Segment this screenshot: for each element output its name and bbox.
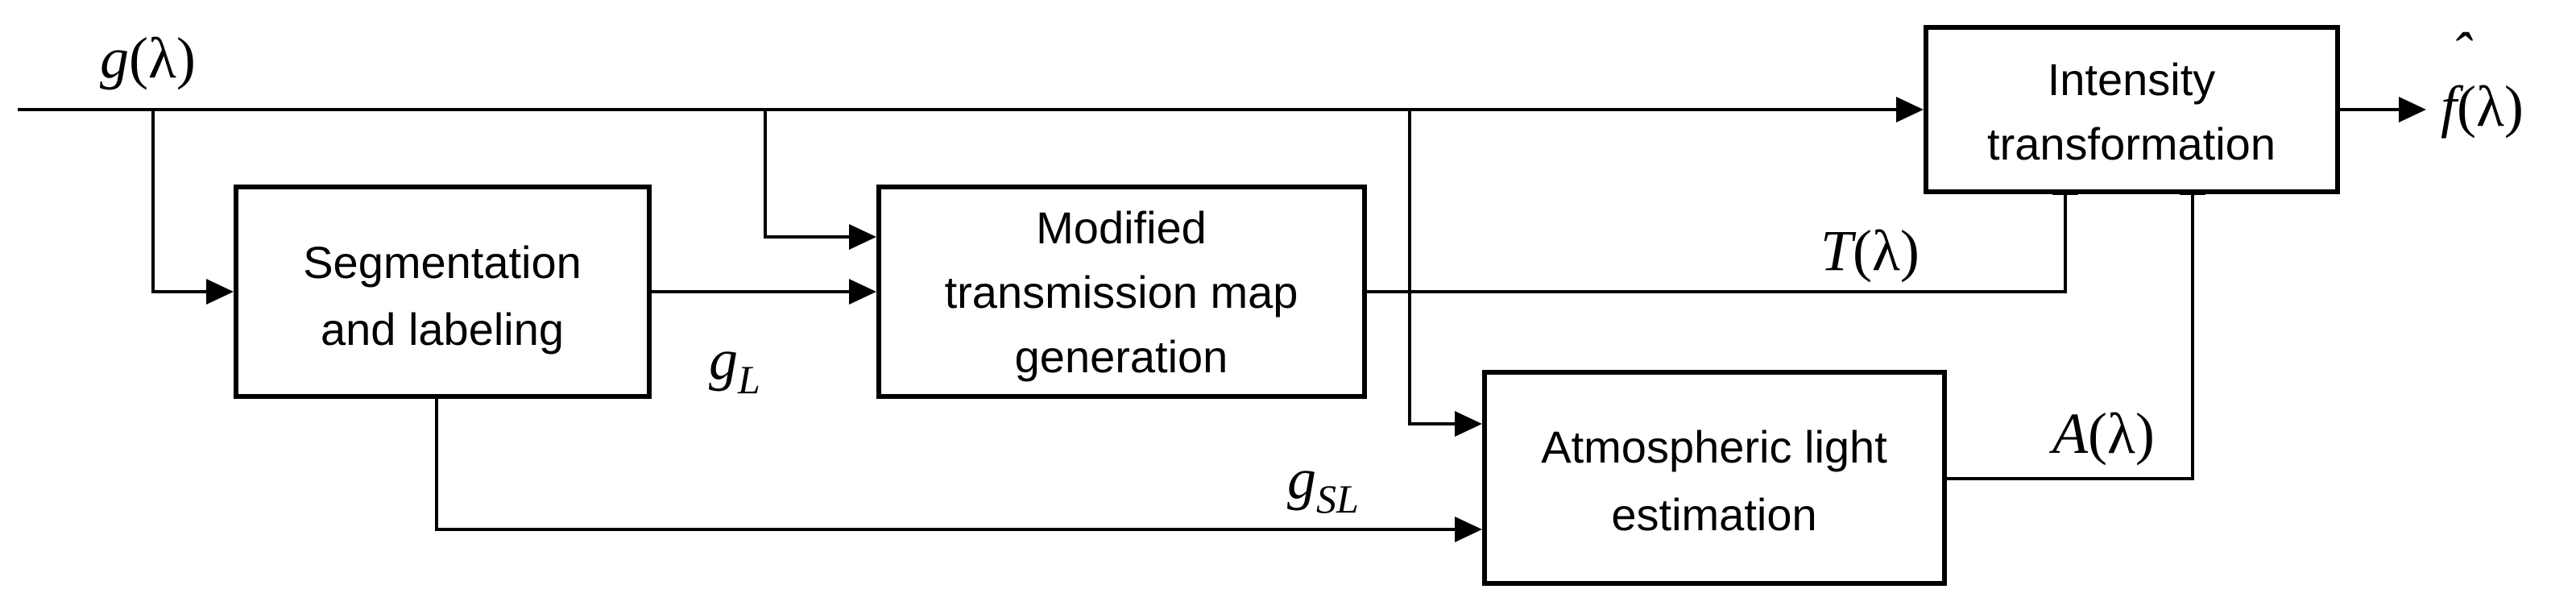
intensity-block: Intensity transformation xyxy=(1924,25,2340,194)
transmission-block: Modified transmission map generation xyxy=(876,185,1367,399)
gsl-signal-symbol: g xyxy=(1287,446,1316,511)
output-signal-hat: ˆ xyxy=(2451,21,2473,85)
t-signal-label: T(λ) xyxy=(1820,218,1920,283)
a-signal-symbol: A xyxy=(2049,401,2089,466)
arrow-into-transmission-top xyxy=(849,224,876,250)
arrow-output xyxy=(2399,97,2426,122)
atmospheric-block: Atmospheric light estimation xyxy=(1482,370,1947,586)
atmospheric-label-line1: Atmospheric light xyxy=(1541,421,1887,472)
t-signal-symbol: T xyxy=(1820,218,1857,283)
input-to-atmospheric-line xyxy=(1408,110,1458,425)
transmission-label-line2: transmission map xyxy=(945,267,1298,317)
transmission-label-line1: Modified xyxy=(1036,202,1207,253)
gsl-signal-sub: SL xyxy=(1316,476,1359,521)
intensity-label-line2: transformation xyxy=(1987,118,2276,169)
t-signal-arg: (λ) xyxy=(1853,218,1920,283)
gsl-signal-label: gSL xyxy=(1287,446,1359,521)
input-signal-arg: (λ) xyxy=(129,26,196,90)
input-to-transmission-line xyxy=(764,110,852,239)
input-signal-label: g(λ) xyxy=(100,26,196,90)
intensity-box xyxy=(1924,25,2340,194)
transmission-label-line3: generation xyxy=(1015,331,1228,382)
segmentation-label-line1: Segmentation xyxy=(303,237,582,288)
connections xyxy=(18,108,2400,531)
output-signal-label: ˆ f(λ) xyxy=(2441,21,2524,139)
arrow-into-atmospheric-top xyxy=(1455,411,1482,437)
output-signal-arg: (λ) xyxy=(2457,74,2524,139)
gl-signal-label: gL xyxy=(709,327,760,402)
atmospheric-box xyxy=(1482,370,1947,586)
segmentation-block: Segmentation and labeling xyxy=(234,185,652,399)
gl-signal-sub: L xyxy=(737,357,760,402)
a-signal-label: A(λ) xyxy=(2049,401,2155,466)
segmentation-label-line2: and labeling xyxy=(321,304,564,355)
output-signal-main: f(λ) xyxy=(2441,74,2524,139)
segmentation-box xyxy=(234,185,652,399)
input-signal-symbol: g xyxy=(100,26,129,90)
a-line xyxy=(1944,192,2194,480)
t-line xyxy=(1365,192,2067,293)
arrow-into-transmission-gl xyxy=(849,279,876,305)
gsl-line xyxy=(435,396,1458,531)
atmospheric-label-line2: estimation xyxy=(1611,489,1816,540)
input-to-segmentation-line xyxy=(151,110,209,293)
arrow-into-intensity xyxy=(1896,97,1924,122)
a-signal-arg: (λ) xyxy=(2088,401,2155,466)
transmission-box xyxy=(876,185,1367,399)
arrow-into-atmospheric-gsl xyxy=(1455,517,1482,542)
arrow-into-segmentation xyxy=(206,279,234,305)
gl-signal-symbol: g xyxy=(709,327,738,392)
intensity-label-line1: Intensity xyxy=(2048,54,2216,105)
